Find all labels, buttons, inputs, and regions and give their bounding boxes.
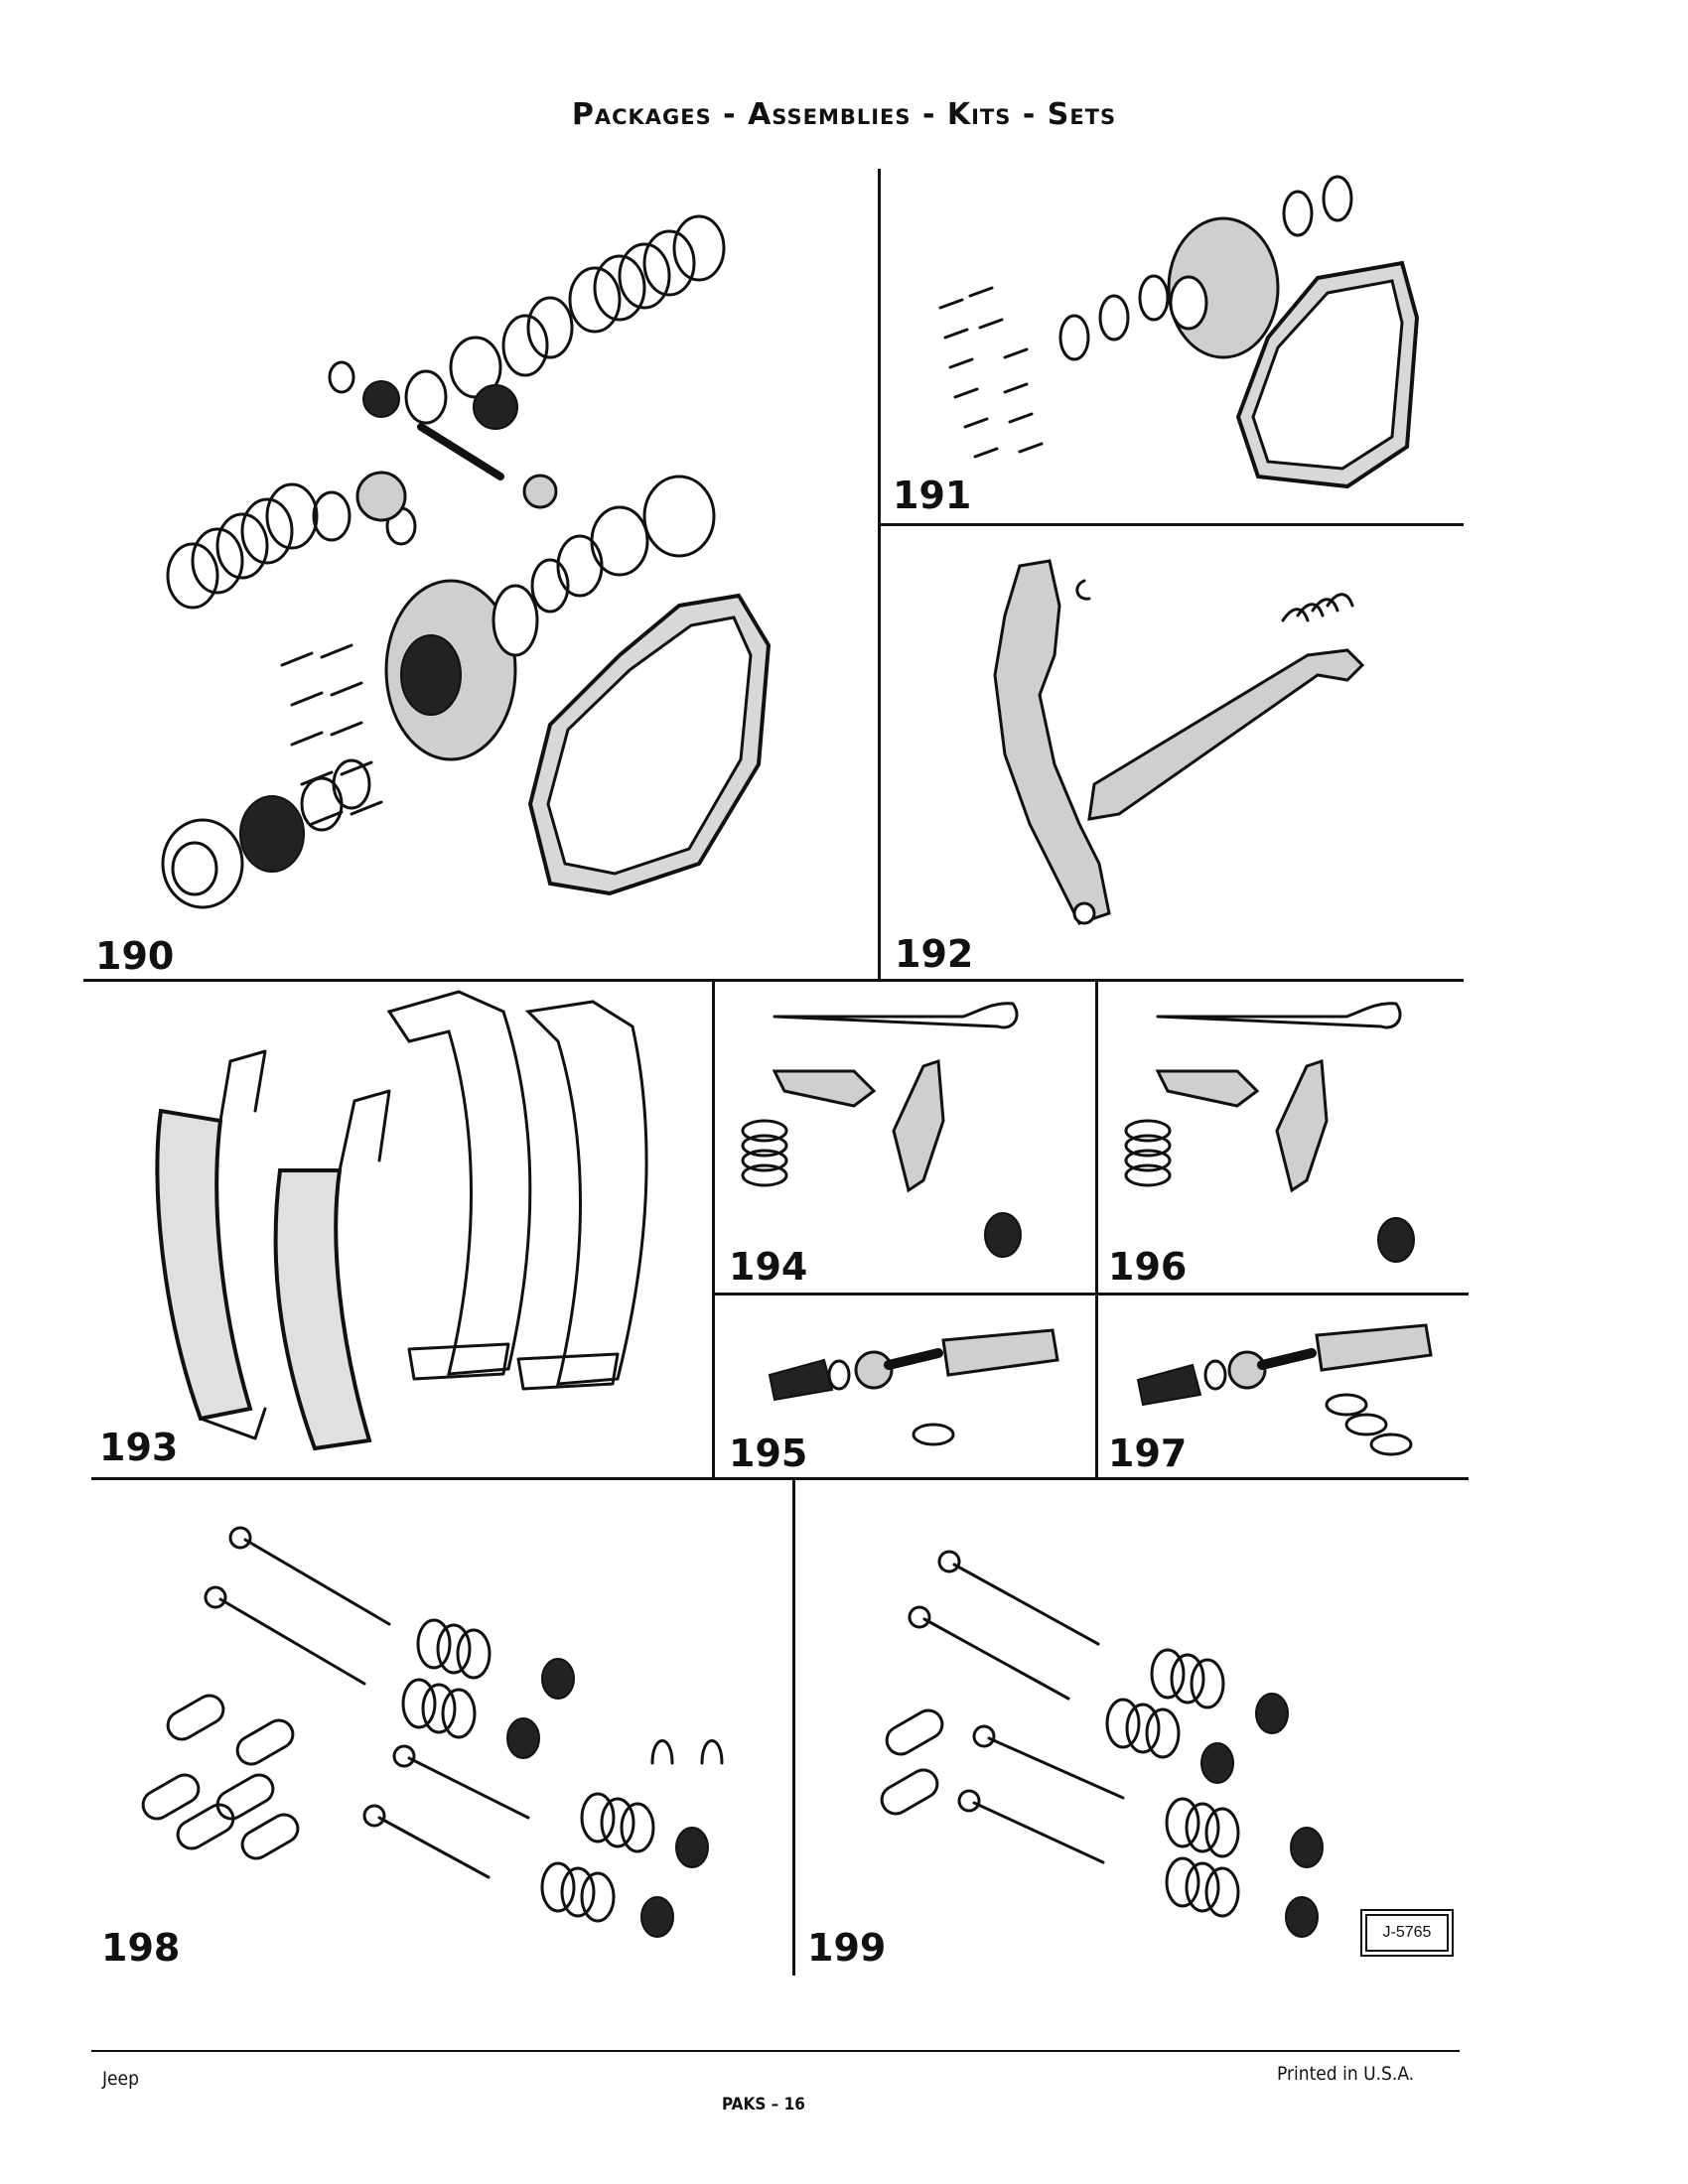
hold-down-spring-kit-icon [880,1550,1324,1938]
panel-198: 198 [91,1480,792,1976]
adjusting-screw-kit-icon [768,1328,1059,1446]
self-adjuster-kit-icon [741,1002,1022,1258]
divider-horizontal-row1 [83,979,1464,982]
panel-193: 193 [91,982,712,1477]
divider-vertical-193-194 [712,979,715,1477]
divider-horizontal-191-192 [878,523,1464,526]
panel-196: 196 [1098,982,1469,1293]
footer-rule [91,2050,1460,2052]
panel-195: 195 [715,1296,1095,1477]
hold-down-spring-kit-icon [141,1526,724,1938]
panel-197: 197 [1098,1296,1469,1477]
brake-shoe-set-icon [155,990,648,1451]
panel-number: 191 [893,474,972,517]
differential-case-kit-icon [938,175,1420,489]
figure-code-label: J-5765 [1360,1909,1454,1957]
panel-number: 194 [729,1245,808,1289]
panel-number: 190 [95,934,175,978]
panel-199: 199 [795,1480,1469,1976]
panel-190: 190 [83,169,878,979]
self-adjuster-kit-icon [1124,1002,1415,1263]
divider-horizontal-row2 [91,1477,1469,1480]
panel-number: 193 [99,1426,179,1469]
panel-number: 195 [729,1432,808,1475]
adjusting-screw-kit-icon [1136,1323,1433,1456]
divider-horizontal-194-195 [712,1293,1469,1296]
footer-page-number: PAKS – 16 [722,2095,805,2115]
panel-number: 196 [1108,1245,1188,1289]
divider-vertical-194-196 [1095,979,1098,1477]
brake-lever-icon [993,559,1365,925]
panel-192: 192 [881,526,1464,979]
panel-number: 192 [895,932,974,976]
panel-number: 198 [101,1926,181,1970]
panel-number: 197 [1108,1432,1188,1475]
panel-number: 199 [807,1926,887,1970]
divider-vertical-190-191 [878,169,881,981]
footer-brand: Jeep [102,2068,139,2090]
page-title: Packages - Assemblies - Kits - Sets [571,97,1117,132]
panel-194: 194 [715,982,1095,1293]
panel-191: 191 [881,169,1464,523]
divider-vertical-198-199 [792,1477,795,1976]
footer-printed-in: Printed in U.S.A. [1277,2063,1415,2085]
differential-kit-icon [161,214,772,909]
